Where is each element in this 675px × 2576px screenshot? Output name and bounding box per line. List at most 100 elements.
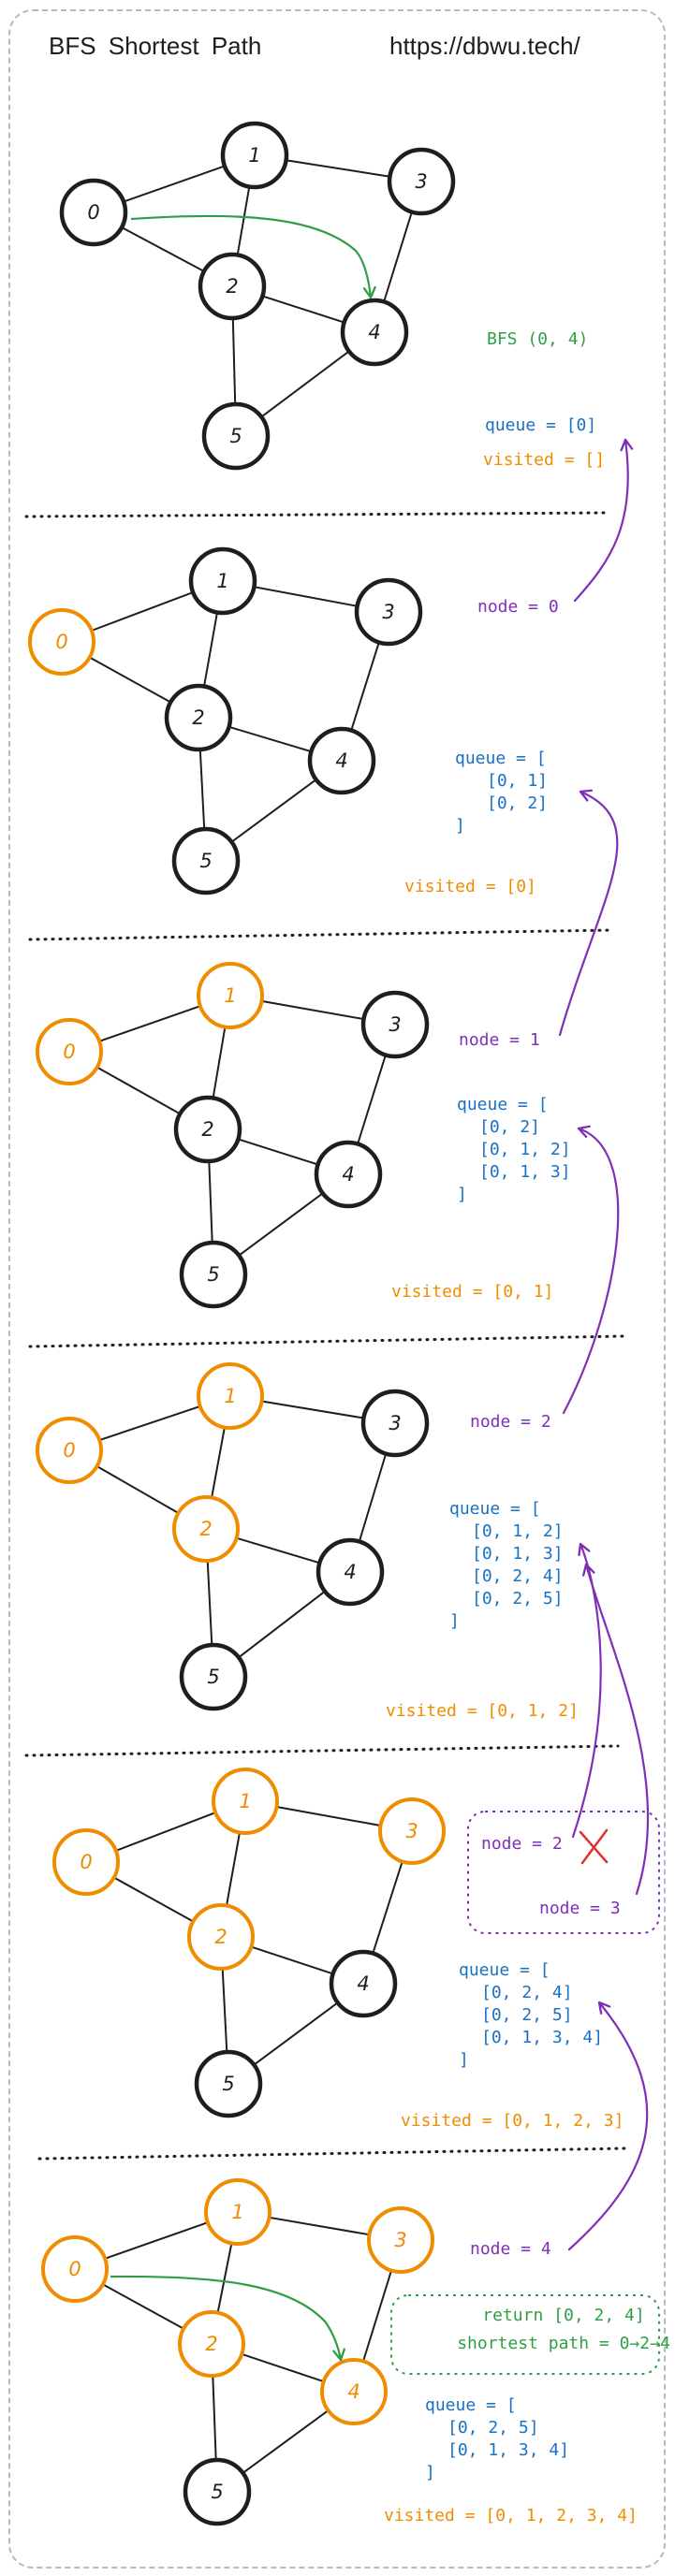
graph-node-label-4: 4 — [368, 321, 380, 343]
graph-node-5 — [194, 2049, 263, 2118]
graph-node-label-2: 2 — [226, 275, 238, 298]
graph-node-label-1: 1 — [248, 144, 260, 167]
graph-node-label-4: 4 — [357, 1972, 369, 1995]
graph-edge-4-5 — [242, 2409, 330, 2474]
annotation-node: node = 1 — [459, 1030, 540, 1050]
annotation-q0: queue = [ — [449, 1499, 541, 1519]
graph-node-4 — [314, 1140, 383, 1209]
annotation-node: node = 3 — [539, 1899, 621, 1918]
annotation-q1: [0, 2, 5] — [448, 2418, 539, 2438]
annotation-q2: [0, 1, 3, 4] — [448, 2440, 569, 2460]
graph-node-label-2: 2 — [201, 1118, 213, 1141]
annotation-visited: visited = [0, 1, 2, 3] — [401, 2111, 624, 2131]
panel-separator — [24, 511, 610, 518]
graph-node-label-3: 3 — [389, 1013, 401, 1036]
graph-node-3 — [360, 1389, 430, 1458]
annotation-q4: ] — [457, 1185, 467, 1204]
annotation-ret: return [0, 2, 4] — [482, 2306, 644, 2325]
graph-node-label-1: 1 — [231, 2201, 243, 2223]
graph-node-label-4: 4 — [347, 2380, 360, 2403]
graph-edge-0-2 — [101, 2283, 185, 2330]
dequeue-arrow — [573, 438, 634, 603]
graph-node-3 — [387, 147, 456, 216]
graph-node-label-5: 5 — [222, 2073, 234, 2095]
annotation-node: node = 4 — [470, 2239, 551, 2259]
graph-node-4 — [320, 2358, 388, 2425]
graph-edge-3-4 — [350, 641, 380, 732]
graph-node-2 — [172, 1495, 240, 1563]
annotation-q4: [0, 2, 5] — [472, 1589, 564, 1608]
dequeue-arrow — [581, 1563, 650, 1896]
graph-node-label-4: 4 — [342, 1163, 354, 1186]
annotation-q3: [0, 1, 3, 4] — [481, 2028, 603, 2047]
graph-node-0 — [52, 1828, 120, 1896]
graph-node-3 — [354, 577, 423, 647]
graph-edge-2-4 — [237, 1138, 319, 1166]
annotation-q3: ] — [455, 816, 465, 836]
graph-node-label-5: 5 — [199, 850, 212, 872]
graph-node-label-3: 3 — [405, 1820, 418, 1842]
graph-node-5 — [179, 1240, 248, 1309]
graph-node-label-1: 1 — [224, 984, 236, 1007]
graph-node-label-5: 5 — [211, 2481, 223, 2503]
annotation-visited: visited = [0, 1] — [391, 1282, 553, 1302]
dequeue-arrow — [562, 1125, 620, 1415]
annotation-visited: visited = [0, 1, 2, 3, 4] — [384, 2506, 638, 2525]
path-arrow-0-to-4 — [110, 2275, 346, 2362]
graph-node-3 — [367, 2206, 434, 2274]
graph-node-5 — [179, 1642, 248, 1711]
graph-node-label-1: 1 — [239, 1790, 251, 1812]
search-arrow-0-to-4 — [130, 214, 376, 299]
graph-node-2 — [173, 1095, 242, 1164]
already-visited-x-icon — [579, 1828, 609, 1865]
graph-node-1 — [204, 2178, 271, 2246]
annotation-visited: visited = [] — [483, 450, 605, 470]
graph-node-label-4: 4 — [344, 1561, 356, 1583]
source-url: https://dbwu.tech/ — [389, 32, 580, 60]
canvas-frame — [8, 9, 666, 2569]
graph-node-1 — [220, 121, 289, 190]
graph-node-4 — [329, 1949, 398, 2018]
graph-edge-2-4 — [235, 1536, 321, 1565]
graph-edge-1-2 — [212, 1026, 227, 1099]
graph-node-label-0: 0 — [63, 1041, 75, 1063]
graph-edge-2-5 — [231, 317, 237, 405]
graph-node-label-2: 2 — [214, 1926, 227, 1948]
graph-edge-0-2 — [95, 1465, 180, 1514]
graph-edge-4-5 — [238, 1590, 326, 1659]
graph-node-3 — [378, 1797, 446, 1865]
dequeue-arrow — [567, 2001, 649, 2251]
panel-separator — [37, 2147, 627, 2161]
annotation-visited: visited = [0, 1, 2] — [386, 1701, 579, 1721]
graph-edge-1-3 — [260, 1400, 365, 1419]
graph-edge-3-4 — [357, 1054, 387, 1145]
graph-edge-2-5 — [208, 1160, 213, 1244]
graph-edge-1-2 — [236, 185, 251, 256]
graph-node-label-2: 2 — [199, 1518, 212, 1540]
graph-node-0 — [36, 1018, 103, 1085]
graph-node-0 — [28, 608, 95, 676]
graph-node-label-5: 5 — [207, 1263, 219, 1286]
annotation-node: node = 0 — [477, 597, 559, 617]
graph-node-label-3: 3 — [394, 2229, 406, 2251]
graph-node-5 — [183, 2457, 252, 2526]
graph-node-0 — [59, 178, 128, 247]
annotation-q3: ] — [425, 2463, 435, 2482]
graph-edge-0-1 — [123, 165, 226, 203]
graph-edge-2-4 — [261, 295, 345, 324]
graph-node-2 — [178, 2310, 245, 2378]
graph-edge-0-1 — [104, 2221, 209, 2260]
annotation-call: BFS (0, 4) — [487, 329, 588, 349]
graph-edge-2-5 — [221, 1968, 228, 2053]
annotation-q1: [0, 2, 4] — [481, 1983, 573, 2002]
graph-node-2 — [187, 1903, 255, 1971]
annotation-node-skip: node = 2 — [481, 1834, 563, 1854]
graph-edge-1-3 — [268, 2216, 371, 2236]
annotation-q5: ] — [449, 1611, 460, 1631]
graph-node-3 — [360, 990, 430, 1059]
graph-edge-0-2 — [95, 1066, 182, 1115]
graph-edge-2-4 — [241, 2352, 325, 2383]
